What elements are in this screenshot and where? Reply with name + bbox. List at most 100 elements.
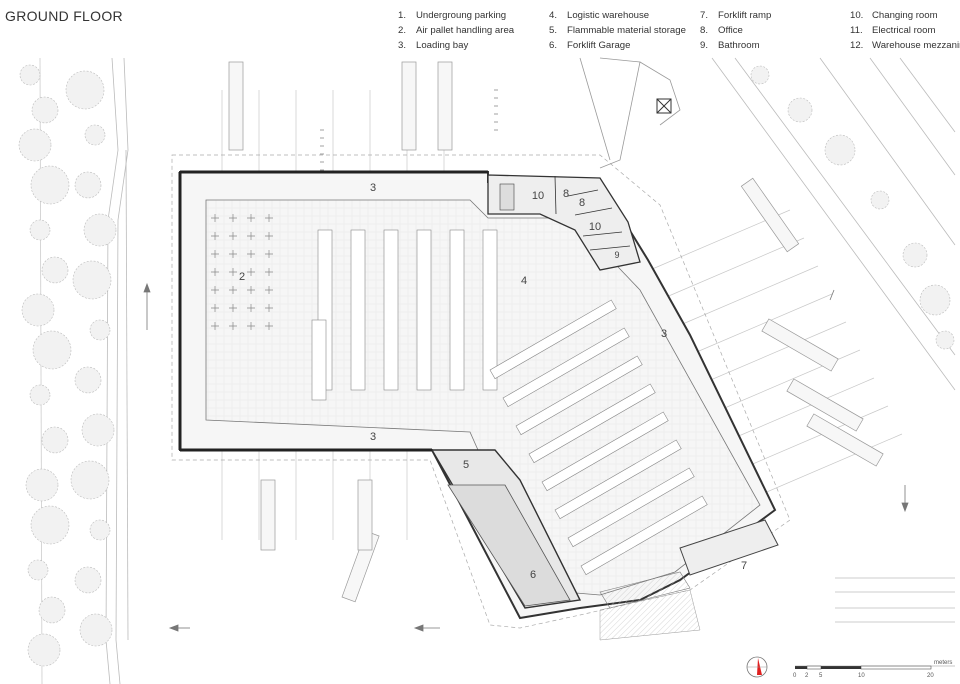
tree-icon [30, 505, 70, 545]
tree-row-right [750, 65, 955, 350]
tree-icon [29, 219, 51, 241]
pallet-marker [211, 322, 219, 330]
rack [350, 229, 366, 391]
pallet-marker [229, 304, 237, 312]
legend-item: 1. Undergroung parking [398, 8, 514, 23]
pallet-marker [211, 232, 219, 240]
pallet-marker [265, 232, 273, 240]
truck-icon [806, 413, 884, 467]
tree-icon [27, 633, 61, 667]
lane-line [677, 265, 819, 327]
tree-icon [89, 319, 111, 341]
truck-icon [260, 479, 276, 551]
room-label-8: 8 [579, 197, 585, 209]
pallet-marker [247, 268, 255, 276]
rack [567, 467, 695, 548]
legend-label: Bathroom [718, 40, 760, 51]
tree-icon [84, 124, 106, 146]
legend-item: 7.Forklift ramp [700, 8, 771, 23]
tree-icon [41, 426, 69, 454]
legend-number: 7. [700, 10, 709, 21]
pallet-marker [211, 250, 219, 258]
pallet-grid [211, 214, 273, 330]
tree-icon [74, 366, 102, 394]
pallet-marker [247, 322, 255, 330]
pallet-marker [229, 214, 237, 222]
pallet-marker [247, 214, 255, 222]
tree-icon [29, 384, 51, 406]
bottom-loading-lanes [221, 450, 408, 603]
tree-icon [18, 128, 52, 162]
room-label-6: 6 [530, 569, 536, 581]
truck-icon [437, 61, 453, 151]
tree-icon [65, 70, 105, 110]
room-label-3: 3 [661, 328, 667, 340]
tree-icon [89, 519, 111, 541]
scale-tick: 10 [858, 673, 865, 679]
pallet-marker [265, 304, 273, 312]
room-label-9: 9 [614, 250, 619, 260]
legend-item: 11. Electrical room [850, 23, 960, 38]
legend-item: 5. Flammable material storage [549, 23, 686, 38]
pallet-marker [247, 304, 255, 312]
legend-label: Warehouse mezzanine [872, 40, 960, 51]
tree-icon [919, 284, 951, 316]
legend-number: 8. [700, 25, 709, 36]
legend-item: 3.Loading bay [398, 38, 514, 53]
rack [482, 229, 498, 391]
rack [528, 383, 656, 464]
lane-line [733, 377, 875, 439]
north-arrow-icon [746, 656, 768, 678]
pallet-marker [265, 250, 273, 258]
pallet-marker [229, 232, 237, 240]
legend-label: Electrical room [872, 25, 936, 36]
tree-icon [79, 613, 113, 647]
tree-icon [74, 171, 102, 199]
legend-column-2: 4.Logistic warehouse 5.Flammable materia… [549, 8, 686, 53]
legend-label: Air pallet handling area [416, 25, 515, 36]
legend-column-3: 7.Forklift ramp 8.Office 9.Bathroom [700, 8, 771, 53]
pallet-marker [229, 286, 237, 294]
legend-number: 11. [850, 25, 863, 36]
tree-icon [32, 330, 72, 370]
room-labels: 2 3 3 3 4 5 6 7 8 8 10 10 9 [239, 182, 747, 581]
pallet-marker [247, 286, 255, 294]
scale-tick: 2 [805, 673, 809, 679]
tree-icon [870, 190, 890, 210]
legend-label: Undergroung parking [416, 10, 507, 21]
pallet-marker [229, 322, 237, 330]
pallet-marker [211, 286, 219, 294]
legend-item: 12. Warehouse mezzanine [850, 38, 960, 53]
pallet-marker [265, 286, 273, 294]
room-label-2: 2 [239, 271, 245, 283]
legend-label: Flammable material storage [567, 25, 686, 36]
right-loading-lanes [649, 177, 903, 495]
lane-line [705, 321, 847, 383]
storage-racks-left [311, 229, 498, 401]
helipad-icon [656, 98, 672, 114]
room-label-8: 8 [563, 188, 569, 200]
flow-arrow-icon [143, 282, 909, 632]
pallet-marker [265, 322, 273, 330]
rack [416, 229, 432, 391]
tree-icon [787, 97, 813, 123]
legend-label: Loading bay [416, 40, 469, 51]
rack [515, 355, 643, 436]
truck-icon [228, 61, 244, 151]
tree-icon [25, 468, 59, 502]
pallet-marker [265, 214, 273, 222]
scale-unit: meters [934, 660, 953, 666]
pallet-marker [229, 250, 237, 258]
legend-number: 1. [398, 10, 407, 21]
pallet-marker [247, 250, 255, 258]
legend-number: 12. [850, 40, 864, 51]
truck-icon [401, 61, 417, 151]
tree-icon [74, 566, 102, 594]
pallet-marker [211, 214, 219, 222]
room-label-5: 5 [463, 459, 469, 471]
truck-icon [761, 318, 839, 372]
rack [502, 327, 630, 408]
legend-number: 5. [549, 25, 558, 36]
pallet-marker [211, 304, 219, 312]
